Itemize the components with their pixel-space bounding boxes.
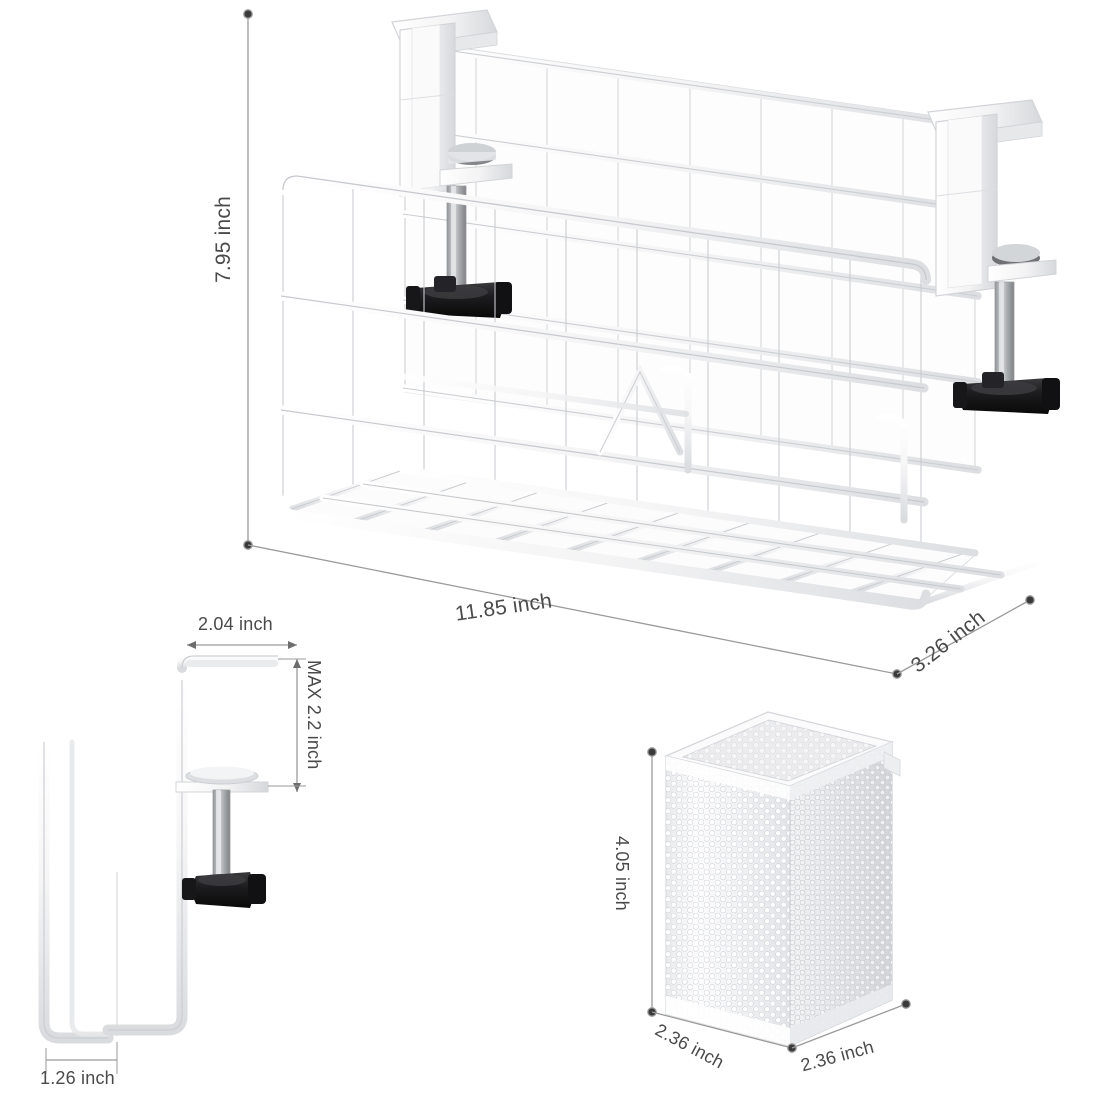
clamp-knob-right (953, 372, 1060, 414)
dim-label-clamp-hook-width: 1.26 inch (40, 1068, 115, 1088)
pen-cup-illustration (663, 711, 901, 1047)
dimension-lines (45, 9, 1035, 1074)
dim-label-basket-height: 7.95 inch (212, 196, 235, 284)
dimline-width (247, 544, 898, 675)
dimline-cup-width (791, 1003, 907, 1049)
dim-label-cup-height: 4.05 inch (612, 836, 632, 911)
dimline-cup-depth (651, 1011, 793, 1049)
clamp-knob-left (406, 276, 512, 318)
basket-assembly (276, 9, 1060, 610)
dim-label-clamp-reach: 2.04 inch (198, 614, 273, 634)
basket-bottom-grid (278, 466, 1045, 610)
clamp-detail-knob (182, 872, 266, 908)
clamp-detail-illustration (38, 651, 283, 1044)
dimline-depth (896, 599, 1031, 675)
dim-label-clamp-max-open: MAX 2.2 inch (304, 660, 324, 770)
clamp-bracket-left (391, 9, 513, 318)
clamp-bracket-right (927, 99, 1060, 414)
